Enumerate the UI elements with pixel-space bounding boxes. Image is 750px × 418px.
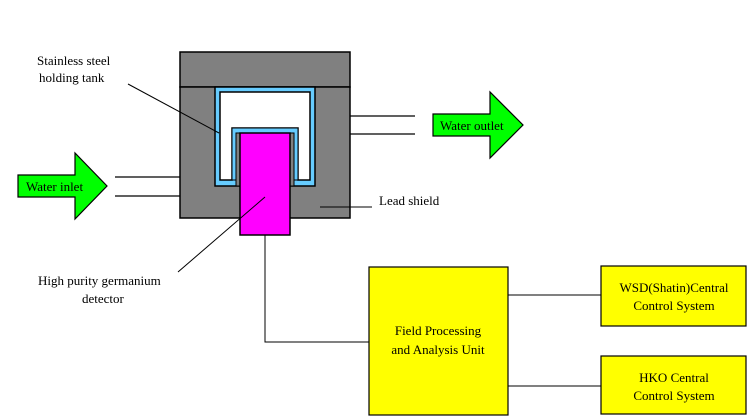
stainless-steel-label-line1: Stainless steel — [37, 53, 111, 68]
water-inlet-arrow — [17, 151, 108, 221]
water-outlet-arrow — [432, 90, 524, 160]
hko-control-system — [600, 355, 747, 415]
wsd-control-system — [600, 265, 747, 327]
stainless-steel-leader — [127, 83, 220, 134]
hko-label-line2: Control System — [633, 388, 714, 403]
detector-label-line2: detector — [82, 291, 125, 306]
detector-cable — [264, 235, 369, 343]
detector-label-line1: High purity germanium — [38, 273, 161, 288]
hko-label-line1: HKO Central — [639, 370, 709, 385]
stainless-steel-label-line2: holding tank — [39, 70, 105, 85]
water-inlet-label: Water inlet — [26, 179, 83, 194]
wsd-label-line2: Control System — [633, 298, 714, 313]
lead-shield-top-cap — [179, 51, 351, 88]
field-processing-label-line1: Field Processing — [395, 323, 482, 338]
wsd-label-line1: WSD(Shatin)Central — [619, 280, 728, 295]
field-processing-unit — [368, 266, 509, 416]
germanium-detector — [239, 132, 291, 236]
detector-leader — [177, 196, 266, 273]
field-processing-label-line2: and Analysis Unit — [391, 342, 485, 357]
lead-shield-label: Lead shield — [379, 193, 440, 208]
water-outlet-label: Water outlet — [440, 118, 504, 133]
